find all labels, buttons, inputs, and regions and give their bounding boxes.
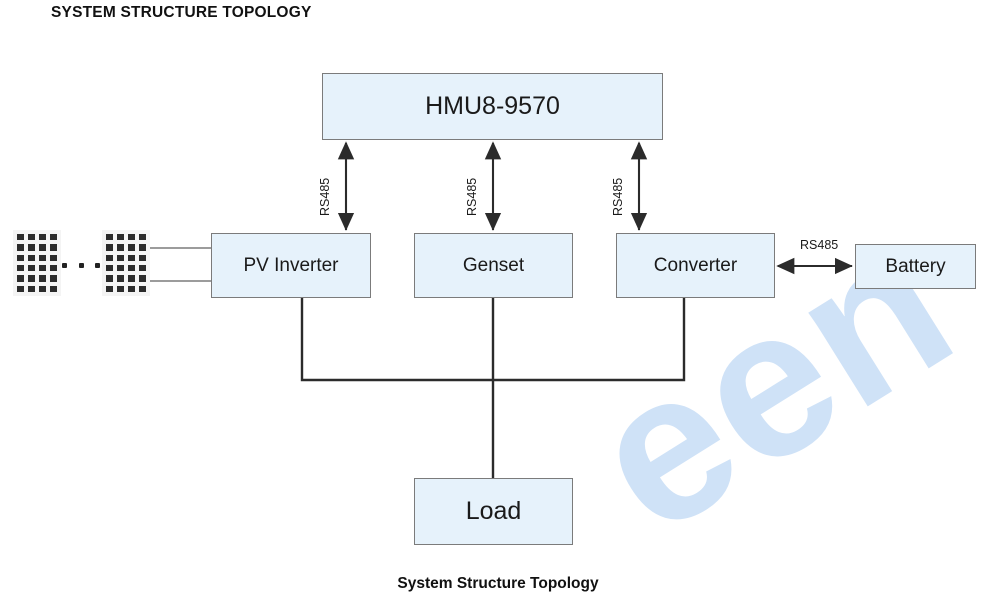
solar-cell (105, 253, 114, 262)
solar-cell (27, 263, 36, 273)
solar-cell (16, 233, 25, 242)
solar-cell (16, 274, 25, 283)
solar-cell (27, 233, 36, 242)
solar-cell (127, 233, 136, 242)
solar-cell (116, 233, 125, 242)
link-label-hmu-genset: RS485 (465, 177, 479, 216)
solar-cell (127, 284, 136, 293)
solar-cell (116, 253, 125, 262)
dot (78, 262, 84, 268)
solar-cell (16, 253, 25, 262)
node-battery[interactable]: Battery (855, 244, 976, 289)
node-converter[interactable]: Converter (616, 233, 775, 298)
solar-cell (127, 263, 136, 273)
solar-cell (138, 263, 147, 273)
node-label: Converter (653, 254, 738, 276)
link-label-hmu-converter: RS485 (611, 177, 625, 216)
solar-cell (49, 253, 58, 262)
solar-cell (38, 284, 47, 293)
solar-cell (138, 284, 147, 293)
solar-cell (38, 263, 47, 273)
solar-cell (27, 253, 36, 262)
solar-cell (105, 243, 114, 252)
node-genset[interactable]: Genset (414, 233, 573, 298)
solar-cell (38, 253, 47, 262)
solar-cell (116, 263, 125, 273)
solar-cell (127, 274, 136, 283)
solar-cell (16, 243, 25, 252)
solar-cell (27, 274, 36, 283)
solar-cell (127, 243, 136, 252)
solar-cell (138, 233, 147, 242)
dot (62, 262, 67, 268)
node-load[interactable]: Load (414, 478, 573, 545)
solar-cell (49, 233, 58, 242)
node-label: Load (465, 497, 522, 525)
solar-cell (116, 243, 125, 252)
solar-cell (16, 263, 25, 273)
solar-panel-icon (102, 230, 150, 296)
node-label: PV Inverter (243, 254, 339, 276)
solar-cell (38, 243, 47, 252)
solar-cell (138, 253, 147, 262)
solar-cell (105, 274, 114, 283)
solar-cell (49, 274, 58, 283)
array-continuation-dots (62, 258, 100, 272)
solar-cell (105, 284, 114, 293)
figure-caption: System Structure Topology (397, 575, 599, 592)
node-label: Battery (885, 255, 946, 277)
dot (95, 262, 100, 268)
solar-cell (105, 263, 114, 273)
page-title: SYSTEM STRUCTURE TOPOLOGY (51, 4, 312, 21)
solar-panel-icon (13, 230, 61, 296)
link-label-hmu-pv-inverter: RS485 (318, 177, 332, 216)
solar-cell (27, 243, 36, 252)
node-pv-inverter[interactable]: PV Inverter (211, 233, 371, 298)
node-label: Genset (462, 254, 525, 276)
solar-cell (38, 274, 47, 283)
link-label-converter-battery: RS485 (800, 238, 839, 252)
solar-cell (27, 284, 36, 293)
solar-cell (127, 253, 136, 262)
node-label: HMU8-9570 (425, 92, 560, 120)
solar-cell (138, 274, 147, 283)
solar-cell (49, 243, 58, 252)
solar-cell (116, 284, 125, 293)
solar-cell (138, 243, 147, 252)
solar-cell (105, 233, 114, 242)
solar-cell (38, 233, 47, 242)
power-bus (300, 296, 686, 480)
solar-cell (116, 274, 125, 283)
solar-cell (49, 263, 58, 273)
solar-cell (16, 284, 25, 293)
solar-cell (49, 284, 58, 293)
node-controller-hmu[interactable]: HMU8-9570 (322, 73, 663, 140)
